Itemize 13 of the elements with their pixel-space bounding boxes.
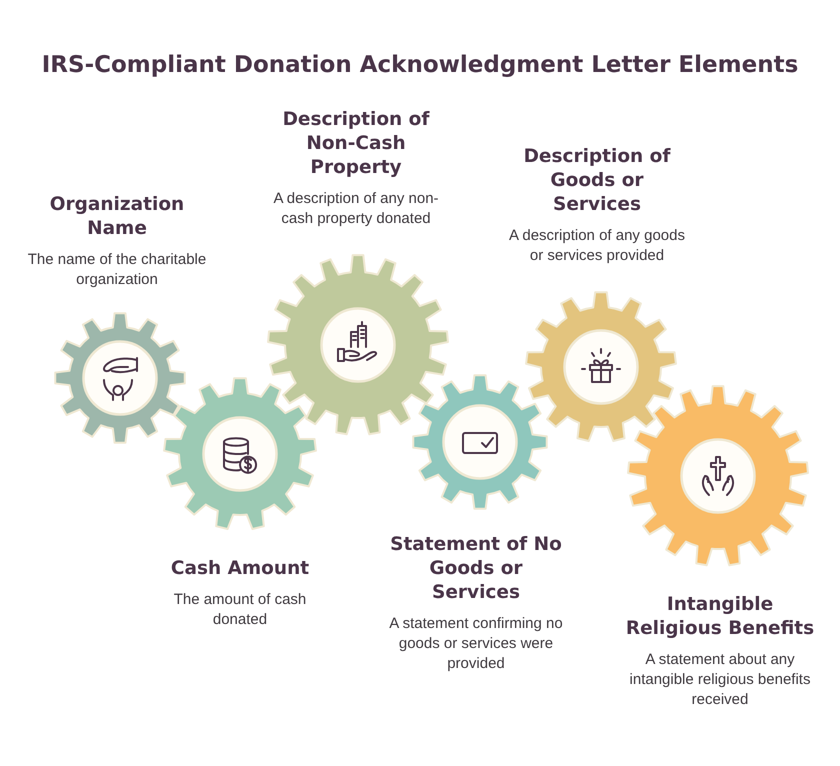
step-heading: Intangible Religious Benefits (624, 593, 816, 641)
step-description: A statement confirming no goods or services were provided (388, 614, 564, 674)
step-description: The amount of cash donated (172, 590, 308, 630)
step-heading: Cash Amount (170, 557, 310, 581)
step-heading: Description of Non-Cash Property (282, 108, 431, 180)
step-heading: Organization Name (48, 193, 186, 241)
title: IRS-Compliant Donation Acknowledgment Letter Elements (40, 51, 800, 80)
step-description: A description of any non-cash property donated (272, 189, 440, 229)
step-description: The name of the charitable organization (26, 250, 208, 290)
step-description: A description of any goods or services provided (508, 226, 686, 266)
step-description: A statement about any intangible religious benefits received (628, 650, 812, 710)
step-heading: Statement of No Goods or Services (389, 533, 563, 605)
step-heading: Description of Goods or Services (522, 145, 672, 217)
